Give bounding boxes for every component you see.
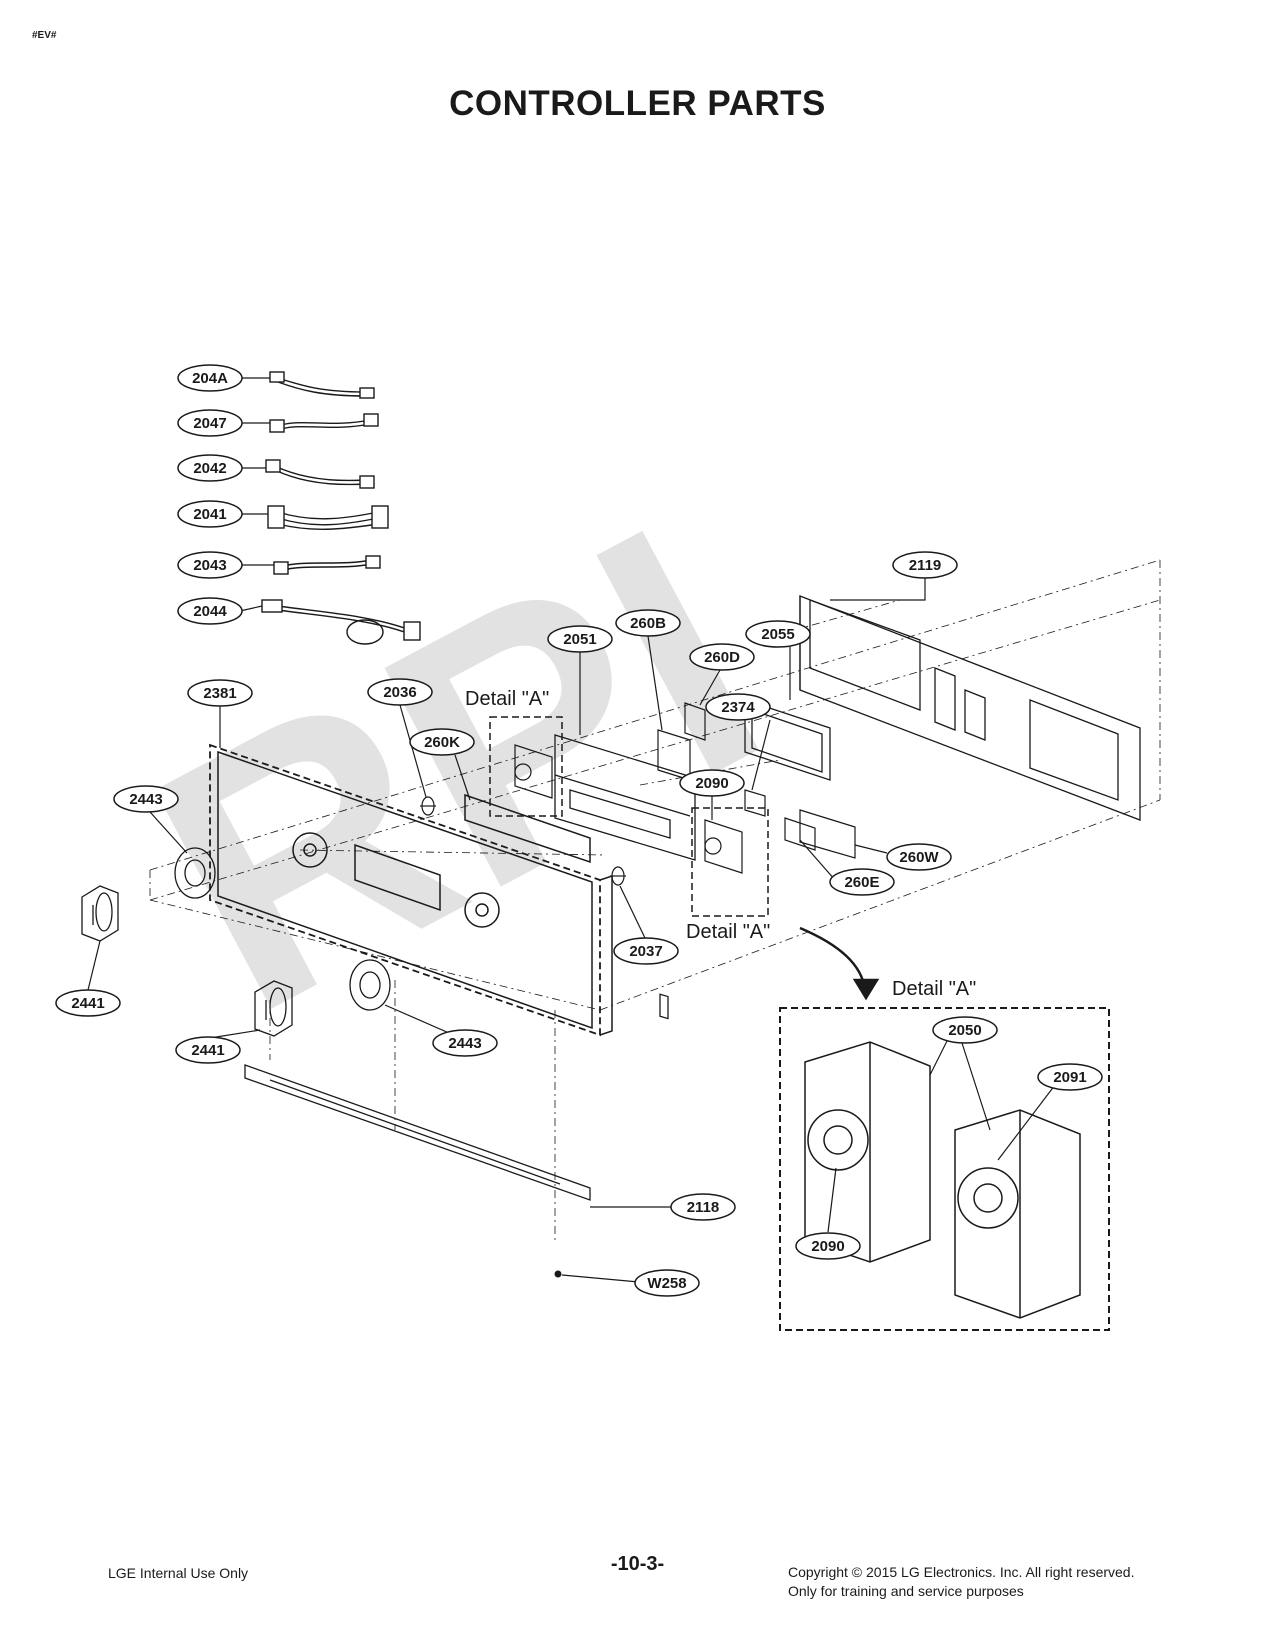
callout-2374: 2374 xyxy=(705,693,771,721)
callout-260W: 260W xyxy=(886,843,952,871)
small-boards xyxy=(657,702,856,859)
svg-text:2091: 2091 xyxy=(1053,1069,1086,1086)
callout-2090-inset: 2090 xyxy=(795,1232,861,1260)
svg-text:2042: 2042 xyxy=(193,460,226,477)
callout-2441-left: 2441 xyxy=(55,989,121,1017)
encoder-260E xyxy=(784,817,816,851)
shafts-2036-2037 xyxy=(420,796,626,886)
detail-arrow xyxy=(799,926,880,1001)
callout-2041: 2041 xyxy=(177,500,243,528)
harness-2042 xyxy=(265,459,375,489)
detail-inset xyxy=(779,1007,1110,1331)
callout-2036: 2036 xyxy=(367,678,433,706)
callout-260B: 260B xyxy=(615,609,681,637)
wire-harnesses xyxy=(261,371,421,645)
connector-2374 xyxy=(744,789,766,817)
callout-2091: 2091 xyxy=(1037,1063,1103,1091)
callout-2381: 2381 xyxy=(187,679,253,707)
svg-text:2055: 2055 xyxy=(761,626,794,643)
svg-text:2443: 2443 xyxy=(129,791,162,808)
svg-text:2037: 2037 xyxy=(629,943,662,960)
callout-2047: 2047 xyxy=(177,409,243,437)
main-pcb-2051 xyxy=(554,734,696,1020)
board-260D xyxy=(684,702,706,741)
footer-internal-use: LGE Internal Use Only xyxy=(108,1565,249,1581)
copyright-line: Copyright © 2015 LG Electronics. Inc. Al… xyxy=(788,1564,1135,1580)
leader-lines xyxy=(87,377,1056,1284)
bracket-2118 xyxy=(244,1064,591,1201)
svg-text:260B: 260B xyxy=(630,615,666,632)
knob-bezels-2443 xyxy=(174,847,391,1011)
svg-text:2090: 2090 xyxy=(695,775,728,792)
svg-text:2374: 2374 xyxy=(721,699,755,716)
svg-text:2036: 2036 xyxy=(383,684,416,701)
detail-a-boxes xyxy=(489,716,769,917)
svg-text:2050: 2050 xyxy=(948,1022,981,1039)
svg-text:2043: 2043 xyxy=(193,557,226,574)
encoder-units xyxy=(514,744,743,874)
front-panel-2381 xyxy=(209,743,613,1037)
rear-panel xyxy=(799,595,1141,821)
svg-text:2441: 2441 xyxy=(191,1042,224,1059)
detail-labels: Detail "A" Detail "A" Detail "A" xyxy=(465,688,976,1000)
callout-2051: 2051 xyxy=(547,625,613,653)
detail-label-lower: Detail "A" xyxy=(686,921,770,943)
svg-text:2047: 2047 xyxy=(193,415,226,432)
callout-2441-center: 2441 xyxy=(175,1036,241,1064)
callout-2119: 2119 xyxy=(892,551,958,579)
training-line: Only for training and service purposes xyxy=(788,1583,1024,1599)
callout-W258: W258 xyxy=(634,1269,700,1297)
harness-204A xyxy=(269,371,375,399)
svg-text:260D: 260D xyxy=(704,649,740,666)
callout-2037: 2037 xyxy=(613,937,679,965)
svg-text:W258: W258 xyxy=(647,1275,686,1292)
callout-2443-left: 2443 xyxy=(113,785,179,813)
harness-2047 xyxy=(269,413,379,433)
svg-text:260W: 260W xyxy=(899,849,939,866)
svg-text:2044: 2044 xyxy=(193,603,227,620)
detail-label-upper: Detail "A" xyxy=(465,688,549,710)
harness-2043 xyxy=(273,555,381,575)
callout-2090-main: 2090 xyxy=(679,769,745,797)
callout-2055: 2055 xyxy=(745,620,811,648)
harness-2044 xyxy=(261,599,421,645)
knobs-2441 xyxy=(81,885,293,1037)
svg-text:2119: 2119 xyxy=(909,557,942,574)
callout-260D: 260D xyxy=(689,643,755,671)
svg-text:2381: 2381 xyxy=(203,685,236,702)
svg-text:260K: 260K xyxy=(424,734,460,751)
svg-text:204A: 204A xyxy=(192,370,228,387)
callout-2443-center: 2443 xyxy=(432,1029,498,1057)
callout-2044: 2044 xyxy=(177,597,243,625)
svg-text:2118: 2118 xyxy=(687,1199,720,1216)
svg-text:2051: 2051 xyxy=(563,631,596,648)
page-number: -10-3- xyxy=(610,1553,665,1575)
svg-text:2041: 2041 xyxy=(193,506,226,523)
detail-label-inset: Detail "A" xyxy=(892,978,976,1000)
board-260W xyxy=(799,809,856,859)
display-module-2055 xyxy=(744,699,831,781)
document-tag: #EV# xyxy=(32,30,57,41)
callout-2043: 2043 xyxy=(177,551,243,579)
page-title: CONTROLLER PARTS xyxy=(449,84,826,123)
svg-text:2443: 2443 xyxy=(448,1035,481,1052)
callout-260E: 260E xyxy=(829,868,895,896)
callout-260K: 260K xyxy=(409,728,475,756)
svg-text:2090: 2090 xyxy=(811,1238,844,1255)
callout-2118: 2118 xyxy=(670,1193,736,1221)
callout-204A: 204A xyxy=(177,364,243,392)
callout-2042: 2042 xyxy=(177,454,243,482)
harness-2041 xyxy=(267,505,389,530)
svg-text:2441: 2441 xyxy=(71,995,104,1012)
screw-W258 xyxy=(554,1270,562,1278)
callouts: 204A 2047 2042 2041 2043 2044 2119 2051 … xyxy=(55,364,1103,1297)
svg-text:260E: 260E xyxy=(844,874,879,891)
callout-2050: 2050 xyxy=(932,1016,998,1044)
footer-copyright: Copyright © 2015 LG Electronics. Inc. Al… xyxy=(788,1563,1134,1601)
